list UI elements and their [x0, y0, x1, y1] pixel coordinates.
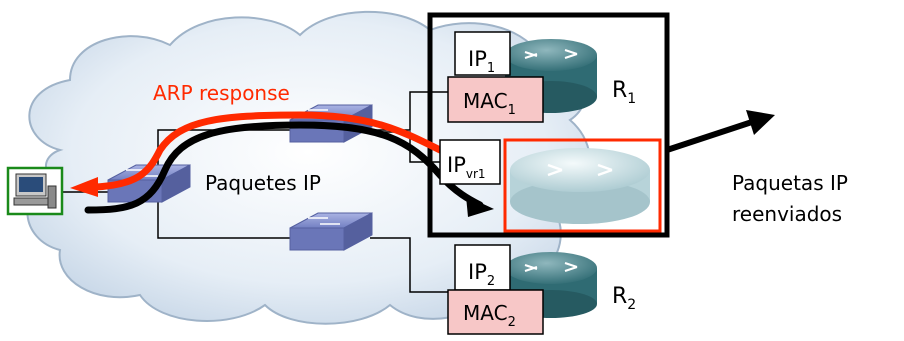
- router-r1-label: R1: [612, 78, 636, 107]
- arp-response-label: ARP response: [153, 81, 290, 105]
- arp-response-arrow: [91, 111, 444, 191]
- ipvr1-box: IPvr1: [439, 139, 501, 185]
- forwarded-label-line1: Paquetas IP: [732, 171, 848, 195]
- router-r2-label: R2: [612, 284, 636, 313]
- vrrp-group-box: [427, 12, 670, 238]
- ip1-box: IP1: [454, 31, 511, 76]
- switch-bottom-icon: [289, 212, 373, 251]
- mac1-box: MAC1: [447, 76, 544, 123]
- svg-text:MAC2: MAC2: [463, 301, 516, 330]
- link-switch-bottom: [157, 200, 290, 239]
- virtual-router-highlight: [503, 138, 662, 233]
- link-bottom-r2: [370, 237, 455, 293]
- svg-text:IP1: IP1: [468, 47, 495, 76]
- svg-text:IPvr1: IPvr1: [447, 153, 486, 181]
- mac2-box: MAC2: [447, 289, 544, 335]
- svg-text:IP2: IP2: [468, 260, 495, 289]
- virtual-router-icon: [510, 148, 650, 224]
- ip2-box: IP2: [454, 244, 511, 291]
- forwarded-arrow-line: [666, 117, 759, 153]
- svg-text:MAC1: MAC1: [463, 89, 516, 118]
- forwarded-label-line2: reenviados: [732, 202, 842, 226]
- arp-response-arrowhead: [70, 177, 98, 197]
- host-computer-icon: [6, 166, 64, 216]
- ip-packets-arrowhead: [466, 196, 494, 217]
- paquetes-ip-label: Paquetes IP: [205, 171, 321, 195]
- forwarded-arrowhead: [746, 110, 775, 135]
